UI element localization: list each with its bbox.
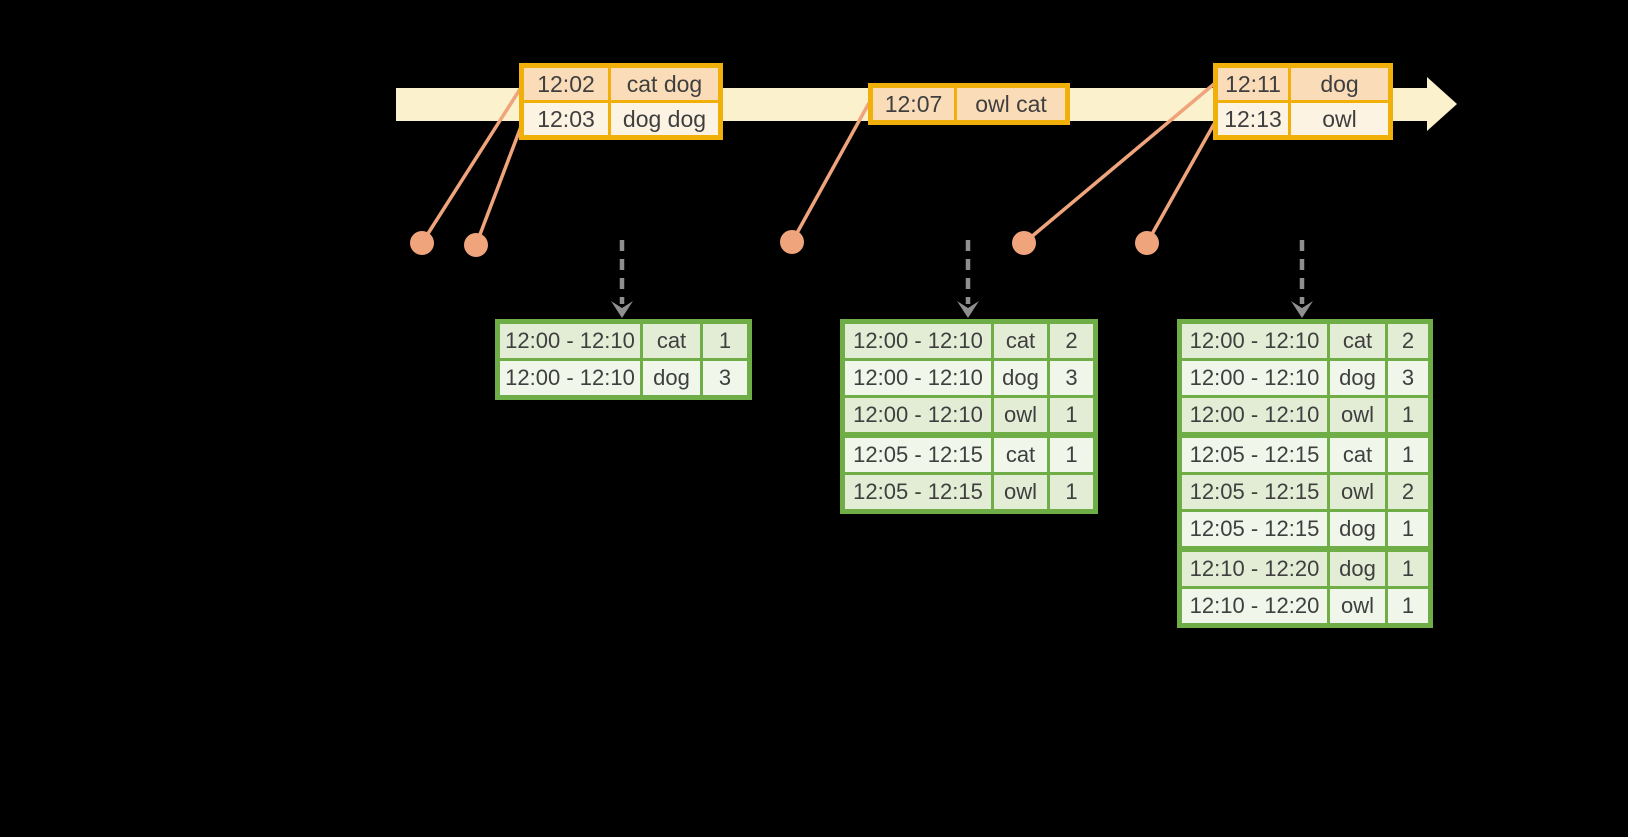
event-dot	[1012, 231, 1036, 255]
word-cell: dog	[1330, 361, 1385, 395]
window-cell: 12:05 - 12:15	[1182, 512, 1327, 546]
result-row: 12:10 - 12:20 owl 1	[1182, 589, 1428, 623]
event-box-2: 12:07 owl cat	[868, 83, 1070, 125]
result-row: 12:05 - 12:15 owl 2	[1182, 475, 1428, 509]
event-time-cell: 12:13	[1218, 103, 1288, 135]
count-cell: 1	[1388, 438, 1428, 472]
connector-line	[1145, 123, 1216, 244]
window-cell: 12:00 - 12:10	[500, 361, 640, 395]
count-cell: 2	[1050, 324, 1093, 358]
result-table-1: 12:00 - 12:10 cat 1 12:00 - 12:10 dog 3	[495, 319, 752, 400]
count-cell: 3	[703, 361, 747, 395]
result-row: 12:00 - 12:10 dog 3	[500, 361, 747, 395]
event-dot	[780, 230, 804, 254]
event-dot	[410, 231, 434, 255]
count-cell: 1	[1388, 398, 1428, 432]
word-cell: dog	[994, 361, 1047, 395]
window-cell: 12:05 - 12:15	[1182, 438, 1327, 472]
result-row: 12:05 - 12:15 dog 1	[1182, 512, 1428, 546]
event-row: 12:02 cat dog	[524, 68, 718, 100]
word-cell: dog	[1330, 552, 1385, 586]
result-row: 12:05 - 12:15 cat 1	[1182, 438, 1428, 472]
result-row: 12:00 - 12:10 cat 2	[1182, 324, 1428, 358]
event-dot	[464, 233, 488, 257]
word-cell: cat	[1330, 324, 1385, 358]
result-row: 12:10 - 12:20 dog 1	[1182, 552, 1428, 586]
window-cell: 12:00 - 12:10	[1182, 324, 1327, 358]
count-cell: 1	[1050, 438, 1093, 472]
word-cell: owl	[994, 475, 1047, 509]
event-time-cell: 12:11	[1218, 68, 1288, 100]
count-cell: 2	[1388, 324, 1428, 358]
event-time-cell: 12:03	[524, 103, 608, 135]
window-cell: 12:00 - 12:10	[1182, 398, 1327, 432]
word-cell: owl	[1330, 398, 1385, 432]
connector-line	[790, 102, 871, 243]
word-cell: dog	[1330, 512, 1385, 546]
result-table-3: 12:00 - 12:10 cat 2 12:00 - 12:10 dog 3 …	[1177, 319, 1433, 628]
count-cell: 1	[1050, 475, 1093, 509]
count-cell: 1	[703, 324, 747, 358]
result-table-2: 12:00 - 12:10 cat 2 12:00 - 12:10 dog 3 …	[840, 319, 1098, 514]
event-time-cell: 12:07	[873, 88, 954, 120]
word-cell: cat	[1330, 438, 1385, 472]
window-cell: 12:00 - 12:10	[845, 324, 991, 358]
result-row: 12:05 - 12:15 cat 1	[845, 438, 1093, 472]
event-words-cell: owl cat	[957, 88, 1065, 120]
event-words-cell: owl	[1291, 103, 1388, 135]
result-row: 12:00 - 12:10 cat 2	[845, 324, 1093, 358]
window-cell: 12:00 - 12:10	[845, 398, 991, 432]
event-words-cell: cat dog	[611, 68, 718, 100]
count-cell: 1	[1388, 589, 1428, 623]
result-row: 12:00 - 12:10 dog 3	[1182, 361, 1428, 395]
event-row: 12:11 dog	[1218, 68, 1388, 100]
event-words-cell: dog	[1291, 68, 1388, 100]
result-row: 12:00 - 12:10 owl 1	[1182, 398, 1428, 432]
result-row: 12:05 - 12:15 owl 1	[845, 475, 1093, 509]
result-row: 12:00 - 12:10 dog 3	[845, 361, 1093, 395]
count-cell: 1	[1050, 398, 1093, 432]
event-box-1: 12:02 cat dog 12:03 dog dog	[519, 63, 723, 140]
window-cell: 12:10 - 12:20	[1182, 552, 1327, 586]
count-cell: 3	[1388, 361, 1428, 395]
trigger-arrow-icon	[1291, 240, 1313, 318]
timeline-arrowhead-icon	[1427, 77, 1457, 131]
event-row: 12:03 dog dog	[524, 103, 718, 135]
word-cell: cat	[643, 324, 700, 358]
count-cell: 2	[1388, 475, 1428, 509]
event-box-3: 12:11 dog 12:13 owl	[1213, 63, 1393, 140]
event-dot	[1135, 231, 1159, 255]
window-cell: 12:05 - 12:15	[845, 475, 991, 509]
connector-line	[474, 123, 524, 246]
word-cell: owl	[1330, 475, 1385, 509]
word-cell: cat	[994, 438, 1047, 472]
trigger-arrow-icon	[611, 240, 633, 318]
window-cell: 12:05 - 12:15	[845, 438, 991, 472]
window-cell: 12:00 - 12:10	[845, 361, 991, 395]
word-cell: owl	[994, 398, 1047, 432]
window-cell: 12:10 - 12:20	[1182, 589, 1327, 623]
event-words-cell: dog dog	[611, 103, 718, 135]
event-row: 12:13 owl	[1218, 103, 1388, 135]
count-cell: 1	[1388, 552, 1428, 586]
word-cell: dog	[643, 361, 700, 395]
result-row: 12:00 - 12:10 cat 1	[500, 324, 747, 358]
count-cell: 1	[1388, 512, 1428, 546]
trigger-arrow-icon	[957, 240, 979, 318]
count-cell: 3	[1050, 361, 1093, 395]
window-cell: 12:05 - 12:15	[1182, 475, 1327, 509]
event-time-cell: 12:02	[524, 68, 608, 100]
window-cell: 12:00 - 12:10	[500, 324, 640, 358]
result-row: 12:00 - 12:10 owl 1	[845, 398, 1093, 432]
window-cell: 12:00 - 12:10	[1182, 361, 1327, 395]
word-cell: owl	[1330, 589, 1385, 623]
event-row: 12:07 owl cat	[873, 88, 1065, 120]
word-cell: cat	[994, 324, 1047, 358]
